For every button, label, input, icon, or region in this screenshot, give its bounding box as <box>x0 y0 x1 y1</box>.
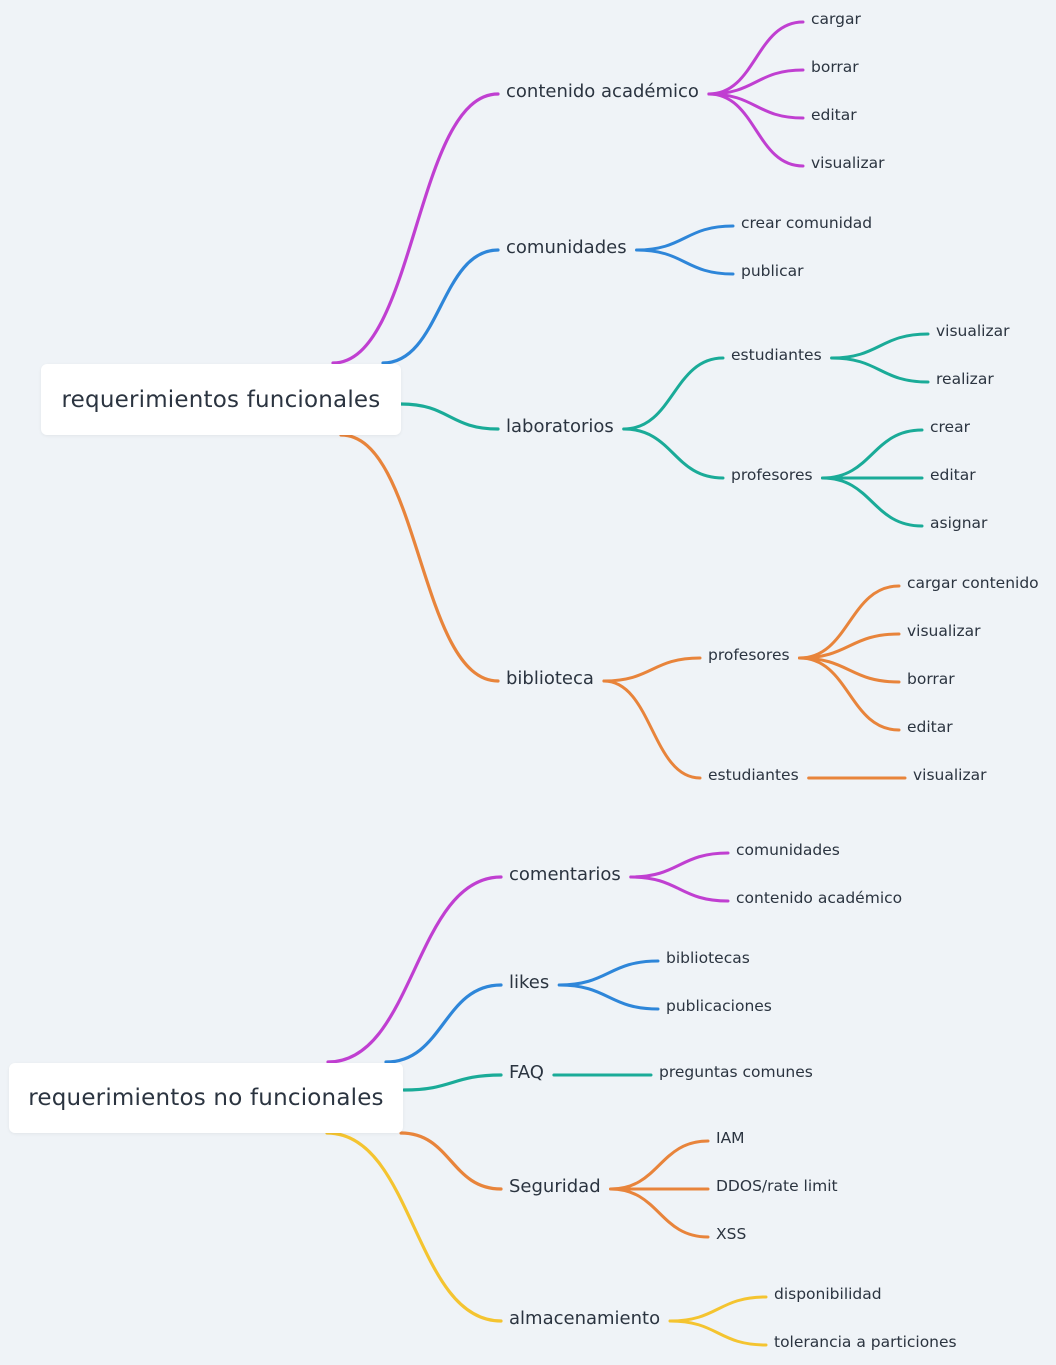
connector-almacenamiento-to-disponibilidad <box>668 1295 768 1323</box>
branch-seguridad[interactable]: Seguridad <box>509 1175 601 1197</box>
branch-contenido-academico[interactable]: contenido académico <box>506 80 699 102</box>
node-contenido-academico-cargar[interactable]: cargar <box>811 10 861 29</box>
node-biblioteca-profesores[interactable]: profesores <box>708 646 790 665</box>
connector-contenido-academico-to-cargar <box>707 20 805 96</box>
connector-almacenamiento-to-tolerancia-a-particiones <box>668 1319 768 1347</box>
leaf-profesores-editar[interactable]: editar <box>907 718 953 737</box>
branch-likes[interactable]: likes <box>509 971 550 993</box>
connector-profesores-to-crear <box>821 428 924 480</box>
branch-laboratorios[interactable]: laboratorios <box>506 415 614 437</box>
node-almacenamiento-tolerancia-a-particiones[interactable]: tolerancia a particiones <box>774 1333 957 1352</box>
connector-seguridad-to-iam <box>609 1139 710 1191</box>
leaf-profesores-crear[interactable]: crear <box>930 418 970 437</box>
root-node-label: requerimientos no funcionales <box>28 1085 384 1111</box>
node-contenido-academico-borrar[interactable]: borrar <box>811 58 859 77</box>
leaf-profesores-visualizar[interactable]: visualizar <box>907 622 981 641</box>
node-seguridad-ddos-rate-limit[interactable]: DDOS/rate limit <box>716 1177 838 1196</box>
connector-root-to-biblioteca <box>339 433 500 683</box>
node-comunidades-publicar[interactable]: publicar <box>741 262 804 281</box>
connector-seguridad-to-xss <box>609 1187 710 1239</box>
node-contenido-academico-editar[interactable]: editar <box>811 106 857 125</box>
root-node-requerimientos-funcionales[interactable]: requerimientos funcionales <box>41 364 401 435</box>
root-node-label: requerimientos funcionales <box>61 386 381 413</box>
connector-estudiantes-to-realizar <box>830 356 930 384</box>
connector-comentarios-to-comunidades <box>629 851 730 879</box>
node-comentarios-contenido-academico[interactable]: contenido académico <box>736 889 903 908</box>
connector-likes-to-bibliotecas <box>557 959 660 987</box>
connector-root-to-almacenamiento <box>325 1131 503 1323</box>
connector-root-to-seguridad <box>399 1131 503 1191</box>
node-almacenamiento-disponibilidad[interactable]: disponibilidad <box>774 1285 882 1304</box>
root-node-requerimientos-no-funcionales[interactable]: requerimientos no funcionales <box>9 1063 403 1133</box>
connector-contenido-academico-to-visualizar <box>707 92 805 168</box>
node-likes-publicaciones[interactable]: publicaciones <box>666 997 772 1016</box>
leaf-estudiantes-realizar[interactable]: realizar <box>936 370 994 389</box>
connector-root-to-comunidades <box>381 248 500 365</box>
connector-profesores-to-editar <box>798 656 901 732</box>
leaf-profesores-asignar[interactable]: asignar <box>930 514 988 533</box>
connector-likes-to-publicaciones <box>557 983 660 1011</box>
node-seguridad-iam[interactable]: IAM <box>716 1129 745 1148</box>
node-likes-bibliotecas[interactable]: bibliotecas <box>666 949 750 968</box>
connector-biblioteca-to-profesores <box>602 656 702 683</box>
leaf-estudiantes-visualizar[interactable]: visualizar <box>936 322 1010 341</box>
leaf-profesores-cargar-contenido[interactable]: cargar contenido <box>907 574 1039 593</box>
branch-almacenamiento[interactable]: almacenamiento <box>509 1307 661 1329</box>
connector-root-to-likes <box>384 983 503 1064</box>
connector-root-to-comentarios <box>326 875 503 1064</box>
branch-comunidades[interactable]: comunidades <box>506 236 627 258</box>
connector-profesores-to-cargar-contenido <box>798 584 901 660</box>
node-laboratorios-profesores[interactable]: profesores <box>731 466 813 485</box>
connector-profesores-to-asignar <box>821 476 924 528</box>
connector-biblioteca-to-estudiantes <box>602 679 702 780</box>
branch-comentarios[interactable]: comentarios <box>509 863 621 885</box>
leaf-profesores-borrar[interactable]: borrar <box>907 670 955 689</box>
node-laboratorios-estudiantes[interactable]: estudiantes <box>731 346 822 365</box>
leaf-estudiantes-visualizar[interactable]: visualizar <box>913 766 987 785</box>
branch-biblioteca[interactable]: biblioteca <box>506 667 594 689</box>
connector-comentarios-to-contenido-academico <box>629 875 730 903</box>
node-seguridad-xss[interactable]: XSS <box>716 1225 747 1244</box>
node-faq-preguntas-comunes[interactable]: preguntas comunes <box>659 1063 813 1082</box>
connector-root-to-laboratorios <box>399 402 500 431</box>
node-biblioteca-estudiantes[interactable]: estudiantes <box>708 766 799 785</box>
connector-root-to-contenido-academico <box>331 92 500 365</box>
connector-laboratorios-to-profesores <box>622 427 725 480</box>
node-contenido-academico-visualizar[interactable]: visualizar <box>811 154 885 173</box>
connector-profesores-to-visualizar <box>798 632 901 660</box>
leaf-profesores-editar[interactable]: editar <box>930 466 976 485</box>
connector-comunidades-to-crear-comunidad <box>635 224 735 252</box>
branch-faq[interactable]: FAQ <box>509 1061 544 1083</box>
node-comunidades-crear-comunidad[interactable]: crear comunidad <box>741 214 873 233</box>
connector-laboratorios-to-estudiantes <box>622 356 725 431</box>
node-comentarios-comunidades[interactable]: comunidades <box>736 841 840 860</box>
connector-contenido-academico-to-borrar <box>707 68 805 96</box>
connector-root-to-faq <box>402 1073 503 1092</box>
connector-comunidades-to-publicar <box>635 248 735 276</box>
connector-estudiantes-to-visualizar <box>830 332 930 360</box>
